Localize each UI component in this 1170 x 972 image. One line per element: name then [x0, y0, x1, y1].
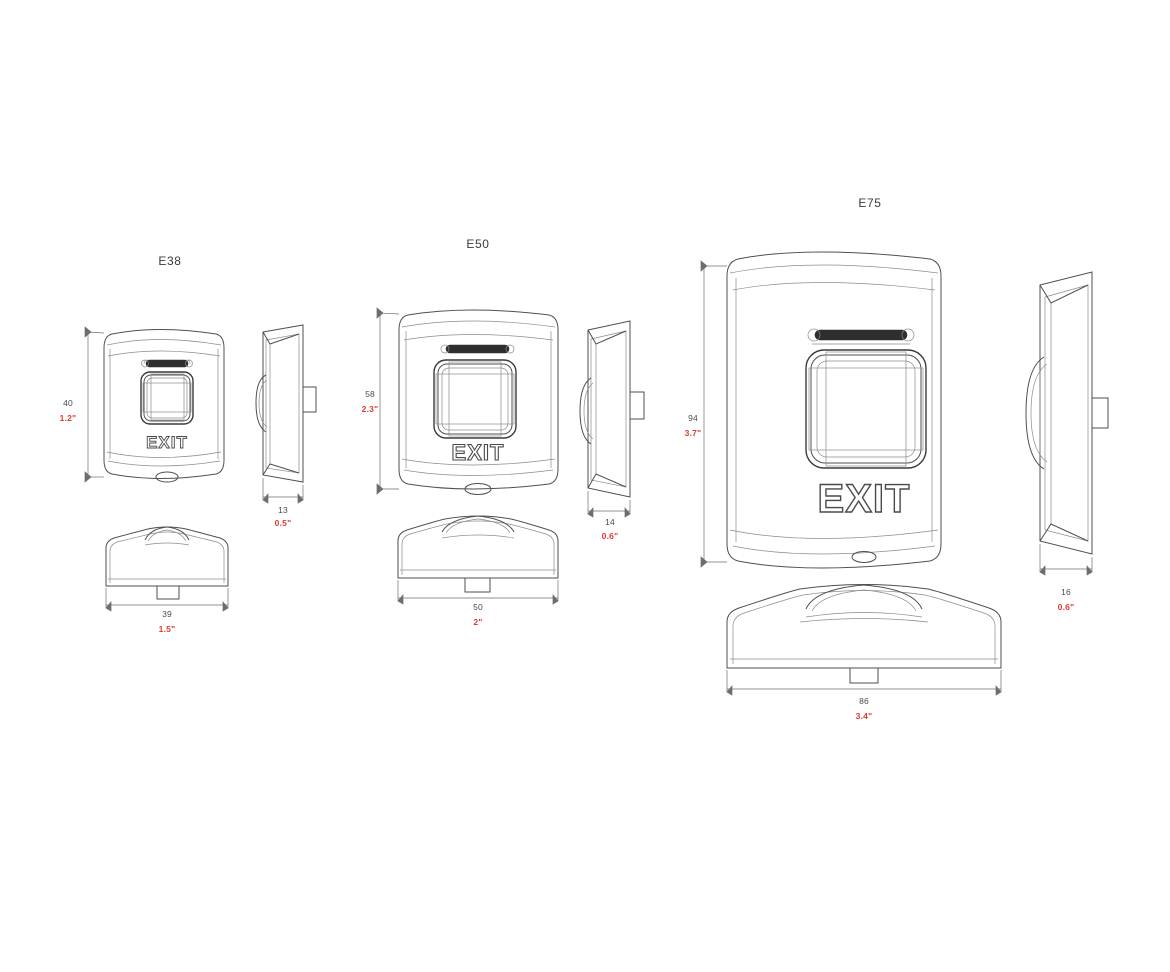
- e50-side-view: [579, 320, 645, 518]
- e75-bottom-view: [726, 584, 1002, 696]
- e50-height-dimension: [376, 307, 400, 495]
- model-e38-group: EXIT: [84, 324, 317, 612]
- model-e75-group: EXIT: [700, 251, 1109, 696]
- e75-side-view: [1025, 271, 1109, 576]
- model-e50-group: EXIT: [376, 307, 645, 605]
- e38-width-dimension: [105, 588, 229, 612]
- e38-side-view: [255, 324, 317, 504]
- e50-width-dimension: [397, 580, 559, 605]
- e75-width-dimension: [726, 670, 1002, 696]
- e38-bottom-view: [105, 526, 229, 612]
- e50-depth-dimension: [587, 491, 631, 518]
- e50-front-view: EXIT: [376, 307, 559, 495]
- e38-front-view: EXIT: [84, 326, 225, 483]
- e75-height-dimension: [700, 260, 727, 568]
- e38-exit-face-text: EXIT: [146, 433, 188, 452]
- e38-depth-dimension: [262, 478, 304, 504]
- e75-exit-face-text: EXIT: [818, 477, 911, 521]
- e50-bottom-view: [397, 515, 559, 605]
- e50-exit-face-text: EXIT: [452, 440, 505, 465]
- e75-depth-dimension: [1039, 544, 1093, 576]
- e38-height-dimension: [84, 326, 105, 483]
- e75-front-view: EXIT: [700, 251, 942, 569]
